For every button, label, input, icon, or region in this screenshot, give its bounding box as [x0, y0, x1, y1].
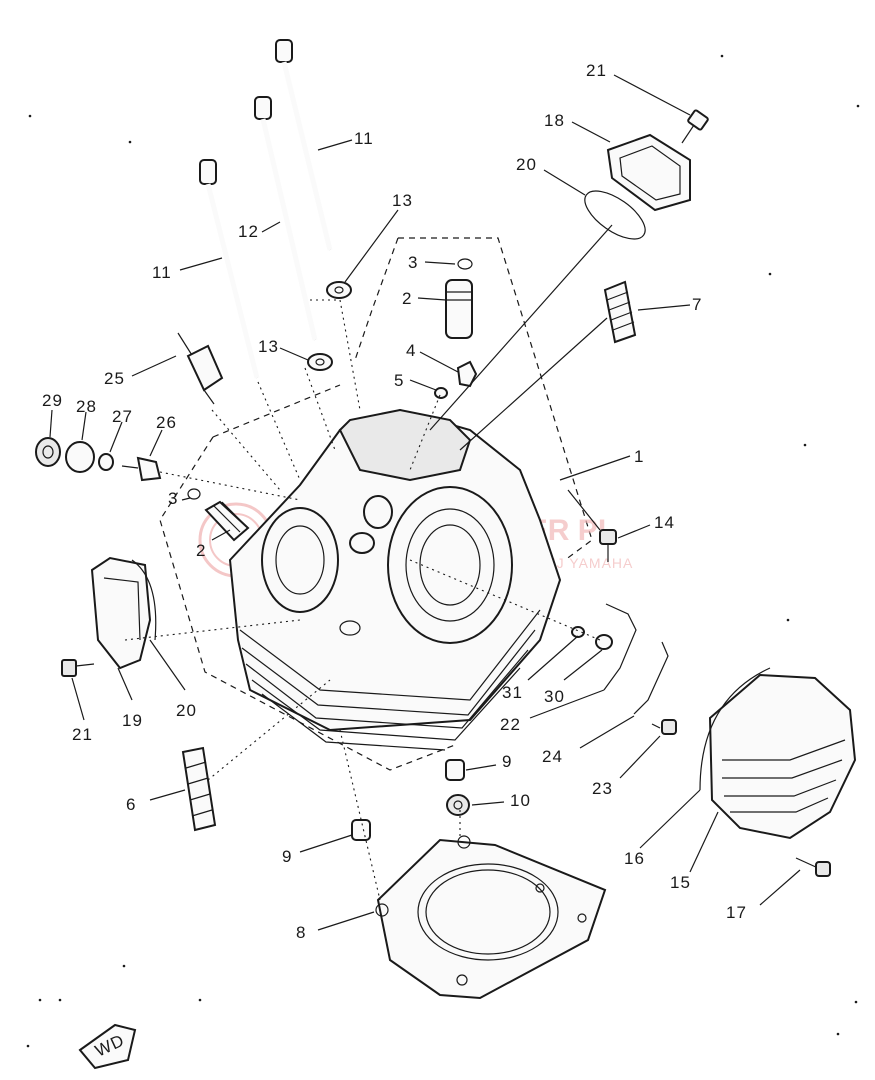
- side-cover: [708, 673, 857, 840]
- valve-guide-upper: [445, 279, 473, 339]
- callout-27: 27: [112, 407, 133, 426]
- valve-assembly-boundary: [398, 237, 593, 561]
- callout-31: 31: [502, 683, 523, 702]
- cylinder-head-gasket: [375, 835, 607, 1000]
- callout-21-top: 21: [586, 61, 607, 80]
- leader-lines: [124, 224, 613, 901]
- valve-assembly-boundary-left: [354, 237, 399, 361]
- spark-plug: [177, 332, 224, 405]
- callout-5: 5: [394, 371, 404, 390]
- callout-30: 30: [544, 687, 565, 706]
- callout-labels: 21 18 20 11 13 12 11 3 2 7 13 4 25 5 29 …: [42, 61, 747, 942]
- side-cover-gasket: [699, 667, 771, 791]
- callout-13-lower: 13: [258, 337, 279, 356]
- cylinder-head-body: [228, 408, 562, 751]
- cover-bolt-top: [681, 109, 709, 144]
- callout-29: 29: [42, 391, 63, 410]
- callout-16: 16: [624, 849, 645, 868]
- scan-specks: [26, 54, 860, 1048]
- tappet-nut: [98, 453, 114, 471]
- valve-cover-side: [90, 556, 152, 670]
- side-cover-bolt: [795, 857, 831, 877]
- callout-9-lower: 9: [282, 847, 292, 866]
- part-31: [571, 626, 585, 638]
- callout-18: 18: [544, 111, 565, 130]
- callout-4: 4: [406, 341, 416, 360]
- valve-cover-top: [606, 133, 691, 212]
- callout-3-left: 3: [168, 489, 178, 508]
- dowel-pin: [456, 360, 478, 388]
- callout-20-top: 20: [516, 155, 537, 174]
- callout-9-upper: 9: [502, 752, 512, 771]
- callout-2-left: 2: [196, 541, 206, 560]
- callout-24: 24: [542, 747, 563, 766]
- callout-17: 17: [726, 903, 747, 922]
- circlip-lower: [187, 488, 201, 500]
- intake-valve-boundary: [159, 384, 456, 771]
- callout-10: 10: [510, 791, 531, 810]
- callout-22: 22: [500, 715, 521, 734]
- valve-guide-lower: [204, 500, 250, 542]
- oil-seal: [446, 794, 470, 816]
- part-30: [595, 634, 613, 650]
- callout-15: 15: [670, 873, 691, 892]
- callout-leaders: [49, 74, 801, 931]
- callout-3-top: 3: [408, 253, 418, 272]
- oil-pipe: [603, 603, 637, 691]
- callout-2-top: 2: [402, 289, 412, 308]
- callout-8: 8: [296, 923, 306, 942]
- callout-28: 28: [76, 397, 97, 416]
- o-ring-top: [584, 190, 646, 240]
- dowel-upper: [445, 759, 465, 781]
- cylinder-head-bolt-middle: [254, 96, 318, 341]
- o-ring-side: [131, 559, 157, 641]
- callout-6: 6: [126, 795, 136, 814]
- valve-spring-lower: [181, 746, 217, 832]
- callout-23: 23: [592, 779, 613, 798]
- circlip-upper: [457, 258, 473, 270]
- callout-11-left: 11: [152, 263, 172, 282]
- callout-7: 7: [692, 295, 702, 314]
- bolt-23: [651, 719, 677, 735]
- o-ring-small: [434, 387, 448, 399]
- callout-20-left: 20: [176, 701, 197, 720]
- callout-21-left: 21: [72, 725, 93, 744]
- wd-badge: WD: [78, 1023, 137, 1070]
- dowel-lower: [351, 819, 371, 841]
- callout-25: 25: [104, 369, 125, 388]
- callout-13-top: 13: [392, 191, 413, 210]
- callout-26: 26: [156, 413, 177, 432]
- bolt-14: [599, 529, 617, 562]
- cylinder-head-bolt-long-right: [275, 39, 333, 251]
- callout-1: 1: [634, 447, 644, 466]
- callout-19: 19: [122, 711, 143, 730]
- washer-lower: [307, 353, 333, 371]
- tappet-cover-cap: [35, 437, 61, 467]
- cover-bolt-side: [61, 659, 95, 677]
- cylinder-head-bolt-long-left: [199, 159, 260, 379]
- bracket-24: [633, 641, 669, 715]
- valve-spring-upper: [603, 280, 637, 344]
- callout-14: 14: [654, 513, 675, 532]
- tappet-screw: [121, 456, 162, 482]
- tappet-washer: [65, 441, 95, 473]
- callout-11-right: 11: [354, 129, 374, 148]
- callout-12: 12: [238, 222, 259, 241]
- washer-upper: [326, 281, 352, 299]
